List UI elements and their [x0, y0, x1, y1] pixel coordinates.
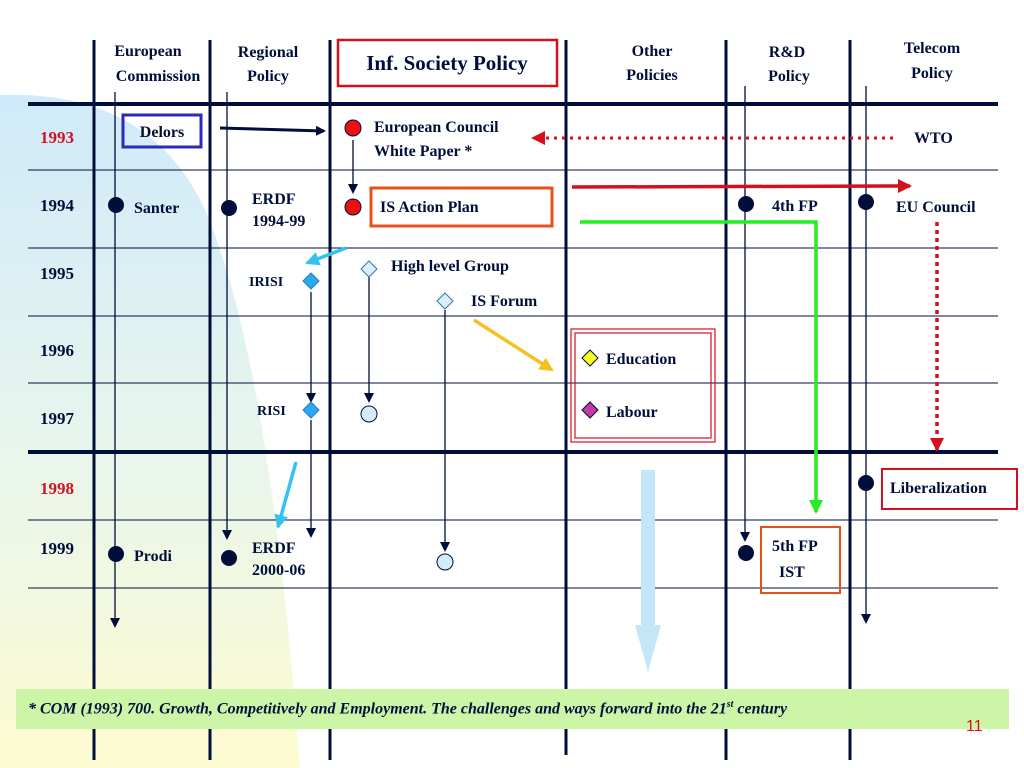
- delors-box: [121, 113, 203, 149]
- column-headers: European Commission Regional Policy Inf.…: [114, 38, 961, 88]
- header-rd-policy-1: R&D: [769, 44, 805, 61]
- header-telecom-policy-2: Policy: [911, 65, 953, 82]
- action-plan-to-eu-council-arrow: [571, 179, 912, 194]
- year-1997: 1997: [40, 409, 75, 428]
- header-telecom-policy-1: Telecom: [904, 40, 961, 57]
- page-number: 11: [966, 718, 983, 735]
- row-lines: [28, 102, 998, 589]
- year-1995: 1995: [40, 264, 74, 283]
- year-1996: 1996: [40, 341, 74, 360]
- label-delors: Delors: [140, 124, 184, 141]
- label-high-level-group: High level Group: [391, 258, 509, 275]
- header-rd-policy-2: Policy: [768, 68, 810, 85]
- label-is-action-plan: IS Action Plan: [380, 199, 479, 216]
- header-regional-policy-2: Policy: [247, 68, 289, 85]
- header-inf-society-policy: Inf. Society Policy: [366, 51, 528, 75]
- santer-node: [108, 197, 124, 213]
- fp5-box: [760, 526, 841, 594]
- is-forum-to-education-arrow: [473, 318, 554, 372]
- other-policies-outer-box: [570, 328, 716, 443]
- other-policies-inner-box: [574, 332, 712, 439]
- label-erdf-1994-99: 1994-99: [252, 213, 305, 230]
- prodi-node: [108, 546, 124, 562]
- header-european-commission-1: European: [114, 43, 181, 60]
- erdf-1994-node: [221, 200, 237, 216]
- label-5th-fp: 5th FP: [772, 538, 818, 555]
- connector-arrows: [274, 131, 944, 529]
- footnote-text: * COM (1993) 700. Growth, Competitively …: [28, 699, 787, 718]
- label-liberalization: Liberalization: [890, 480, 987, 497]
- label-irisi: IRISI: [249, 275, 283, 290]
- label-prodi: Prodi: [134, 548, 172, 565]
- action-plan-to-fp5-arrow: [580, 220, 823, 514]
- european-council-node: [344, 119, 362, 137]
- label-erdf-2000-06: 2000-06: [252, 562, 305, 579]
- labour-diamond: [581, 401, 599, 419]
- is-action-plan-box: [369, 186, 554, 228]
- downward-flow-arrow: [635, 470, 661, 672]
- label-erdf-1: ERDF: [252, 191, 296, 208]
- footnote-tail: century: [733, 700, 788, 718]
- footnote-sup: st: [726, 699, 734, 710]
- background-curve: [0, 94, 300, 768]
- high-level-group-end-node: [360, 405, 378, 423]
- header-other-policies-2: Policies: [626, 67, 678, 84]
- to-irisi-arrow: [305, 246, 347, 266]
- header-regional-policy-1: Regional: [238, 44, 299, 61]
- irisi-diamond: [302, 272, 320, 290]
- label-4th-fp: 4th FP: [772, 198, 818, 215]
- liberalization-box: [881, 468, 1018, 510]
- year-1993: 1993: [40, 128, 74, 147]
- label-white-paper: White Paper *: [374, 143, 472, 160]
- column-separators: [92, 40, 852, 760]
- fp5-node: [738, 545, 754, 561]
- label-erdf-2: ERDF: [252, 540, 296, 557]
- header-other-policies-1: Other: [632, 43, 673, 60]
- label-labour: Labour: [606, 404, 658, 421]
- label-wto: WTO: [914, 130, 953, 147]
- footnote-main: * COM (1993) 700. Growth, Competitively …: [28, 700, 727, 718]
- is-forum-diamond: [436, 292, 454, 310]
- header-inf-society-box: [336, 38, 559, 88]
- label-santer: Santer: [134, 200, 179, 217]
- year-1994: 1994: [40, 196, 75, 215]
- label-is-forum: IS Forum: [471, 293, 538, 310]
- fp4-node: [738, 196, 754, 212]
- eu-council-node: [858, 194, 874, 210]
- footnote-box: * COM (1993) 700. Growth, Competitively …: [16, 689, 1009, 729]
- year-1998: 1998: [40, 479, 74, 498]
- header-european-commission-2: Commission: [116, 68, 201, 85]
- to-erdf-2000-arrow: [274, 461, 298, 529]
- is-forum-end-node: [436, 553, 454, 571]
- label-education: Education: [606, 351, 676, 368]
- year-labels: 1993 1994 1995 1996 1997 1998 1999: [40, 128, 75, 558]
- erdf-2000-node: [221, 550, 237, 566]
- high-level-group-diamond: [360, 260, 378, 278]
- label-european-council: European Council: [374, 119, 499, 136]
- label-eu-council: EU Council: [896, 199, 976, 216]
- year-1999: 1999: [40, 539, 74, 558]
- risi-diamond: [302, 401, 320, 419]
- is-action-plan-node: [344, 198, 362, 216]
- label-risi: RISI: [257, 404, 286, 419]
- timeline-arrows: [110, 86, 871, 628]
- liberalization-node: [858, 475, 874, 491]
- label-ist: IST: [779, 564, 805, 581]
- education-diamond: [581, 349, 599, 367]
